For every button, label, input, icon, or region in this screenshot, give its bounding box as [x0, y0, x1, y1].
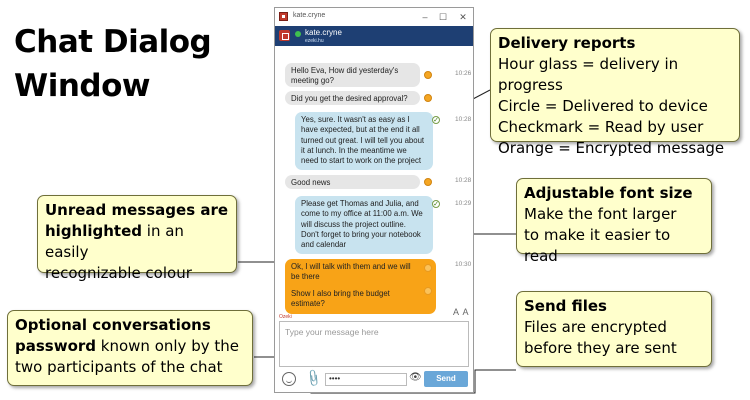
- headline-line-2: Window: [14, 68, 151, 104]
- callout-title: Send files: [524, 297, 607, 315]
- read-checkmark-icon: ✓: [432, 116, 440, 124]
- app-icon: [279, 12, 288, 21]
- callout-text: known only by the: [96, 337, 239, 355]
- send-button[interactable]: Send: [424, 371, 468, 387]
- message-line: be there: [291, 272, 320, 282]
- author-label: Ozeki: [279, 314, 292, 320]
- callout-line: Files are encrypted: [524, 318, 667, 336]
- message-line: come to my office at 11:00 a.m. We: [301, 209, 423, 219]
- show-password-icon[interactable]: 👁: [409, 372, 422, 383]
- message-bubble: Did you get the desired approval?: [285, 91, 420, 105]
- minimize-button[interactable]: –: [422, 12, 428, 22]
- emoji-icon[interactable]: [282, 372, 296, 386]
- callout-delivery-reports: Delivery reports Hour glass = delivery i…: [490, 28, 740, 157]
- encrypted-status-icon: [424, 264, 432, 272]
- callout-line: to make it easier to read: [524, 226, 671, 265]
- message-line: Don't forget to bring your notebook: [301, 229, 421, 239]
- message-bubble: Hello Eva, How did yesterday's meeting g…: [285, 63, 420, 87]
- callout-text: in an easily: [45, 222, 184, 261]
- message-line: Hello Eva, How did yesterday's: [291, 66, 399, 75]
- message-list[interactable]: Hello Eva, How did yesterday's meeting g…: [275, 46, 473, 314]
- message-line: Please get Thomas and Julia, and: [301, 199, 419, 208]
- message-line: will discuss the project outline.: [301, 219, 406, 229]
- headline: Chat Dialog Window: [14, 20, 212, 108]
- callout-bold: password: [15, 337, 97, 355]
- callout-line: Unread messages are: [45, 201, 229, 219]
- message-bubble: Yes, sure. It wasn't as easy as I have e…: [295, 112, 433, 170]
- message-time: 10:28: [455, 177, 472, 184]
- bottom-toolbar: 📎 •••• 👁 Send: [275, 368, 473, 392]
- callout-line: Orange = Encrypted message: [498, 139, 725, 157]
- encrypted-status-icon: [424, 71, 432, 79]
- callout-unread-messages: Unread messages are highlighted in an ea…: [37, 195, 237, 282]
- callout-line: Optional conversations: [15, 316, 211, 334]
- callout-line: Circle = Delivered to device: [498, 97, 708, 115]
- message-input[interactable]: Type your message here: [279, 321, 469, 367]
- message-line: have expected, but at the end it all: [301, 125, 420, 135]
- message-time: 10:26: [455, 70, 472, 77]
- window-title: kate.cryne: [293, 12, 326, 19]
- message-bubble: Please get Thomas and Julia, and come to…: [295, 196, 433, 254]
- message-line: estimate?: [291, 298, 325, 308]
- callout-line: before they are sent: [524, 339, 677, 357]
- message-line: Ok, I will talk with them and we will: [291, 262, 411, 271]
- message-time: 10:29: [455, 200, 472, 207]
- message-input-placeholder: Type your message here: [285, 327, 379, 337]
- message-line: it at lunch. In the meantime we: [301, 145, 407, 155]
- encrypted-status-icon: [424, 178, 432, 186]
- chat-window: kate.cryne – ☐ ✕ kate.cryne ezeki.hu Hel…: [274, 7, 474, 393]
- callout-line: Checkmark = Read by user: [498, 118, 704, 136]
- callout-line: Make the font larger: [524, 205, 677, 223]
- message-time: 10:30: [455, 261, 472, 268]
- message-line: Good news: [291, 178, 331, 187]
- message-line: Show I also bring the budget: [291, 288, 390, 298]
- chat-header: kate.cryne ezeki.hu: [275, 26, 473, 46]
- maximize-button[interactable]: ☐: [438, 12, 448, 22]
- callout-line: two participants of the chat: [15, 358, 223, 376]
- callout-title: Delivery reports: [498, 34, 636, 52]
- font-size-button[interactable]: A A: [453, 307, 470, 317]
- contact-name: kate.cryne: [305, 28, 342, 37]
- message-line: meeting go?: [291, 76, 334, 86]
- message-line: need to start to work on the project: [301, 156, 422, 166]
- read-checkmark-icon: ✓: [432, 200, 440, 208]
- callout-line: Hour glass = delivery in progress: [498, 55, 679, 94]
- callout-line: recognizable colour: [45, 264, 192, 282]
- contact-domain: ezeki.hu: [305, 38, 324, 44]
- password-field[interactable]: ••••: [325, 373, 407, 386]
- headline-line-1: Chat Dialog: [14, 24, 212, 60]
- message-time: 10:28: [455, 116, 472, 123]
- message-line: turned out great. I will tell you about: [301, 135, 425, 145]
- message-line: Did you get the desired approval?: [291, 94, 408, 103]
- message-line: Yes, sure. It wasn't as easy as I: [301, 115, 410, 124]
- callout-bold: highlighted: [45, 222, 143, 240]
- encrypted-status-icon: [424, 94, 432, 102]
- attach-file-icon[interactable]: 📎: [303, 367, 324, 389]
- callout-font-size: Adjustable font size Make the font large…: [516, 178, 712, 265]
- callout-password: Optional conversations password known on…: [7, 310, 253, 386]
- callout-title: Adjustable font size: [524, 184, 693, 202]
- callout-send-files: Send files Files are encrypted before th…: [516, 291, 712, 367]
- contact-icon: [279, 30, 290, 41]
- title-bar: kate.cryne – ☐ ✕: [275, 8, 473, 26]
- unread-message-bubble: Ok, I will talk with them and we will be…: [285, 259, 436, 314]
- message-bubble: Good news: [285, 175, 420, 189]
- encrypted-status-icon: [424, 287, 432, 295]
- online-status-icon: [295, 31, 301, 37]
- close-button[interactable]: ✕: [459, 12, 467, 22]
- message-line: and calendar: [301, 240, 347, 250]
